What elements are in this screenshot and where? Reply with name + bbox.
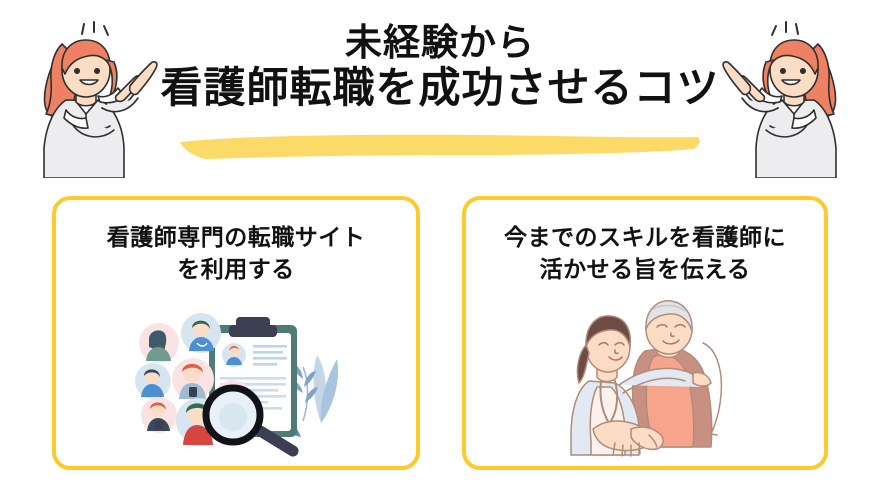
pointing-nurse-left-icon bbox=[712, 8, 862, 179]
title-line-1: 未経験から bbox=[345, 22, 535, 63]
tip-card-1-heading: 看護師専門の転職サイト を利用する bbox=[56, 222, 416, 285]
header: 未経験から 看護師転職を成功させるコツ bbox=[0, 0, 880, 182]
tip-card-1-heading-line-2: を利用する bbox=[177, 255, 295, 282]
title-line-2: 看護師転職を成功させるコツ bbox=[160, 64, 720, 112]
tip-card-1[interactable]: 看護師専門の転職サイト を利用する bbox=[52, 196, 420, 470]
nurse-with-elderly-patient-icon bbox=[466, 292, 824, 460]
tip-card-1-heading-line-1: 看護師専門の転職サイト bbox=[106, 224, 366, 250]
tip-card-2-heading-line-1: 今までのスキルを看護師に bbox=[504, 224, 786, 250]
tip-card-2[interactable]: 今までのスキルを看護師に 活かせる旨を伝える bbox=[462, 196, 828, 470]
pointing-nurse-right-icon bbox=[18, 8, 168, 179]
title-underline-brush bbox=[178, 133, 702, 161]
page-title: 未経験から 看護師転職を成功させるコツ bbox=[140, 22, 740, 113]
recruitment-clipboard-avatars-magnifier-icon bbox=[56, 295, 416, 460]
tip-card-2-heading-line-2: 活かせる旨を伝える bbox=[539, 255, 751, 282]
tip-card-2-heading: 今までのスキルを看護師に 活かせる旨を伝える bbox=[466, 222, 824, 285]
